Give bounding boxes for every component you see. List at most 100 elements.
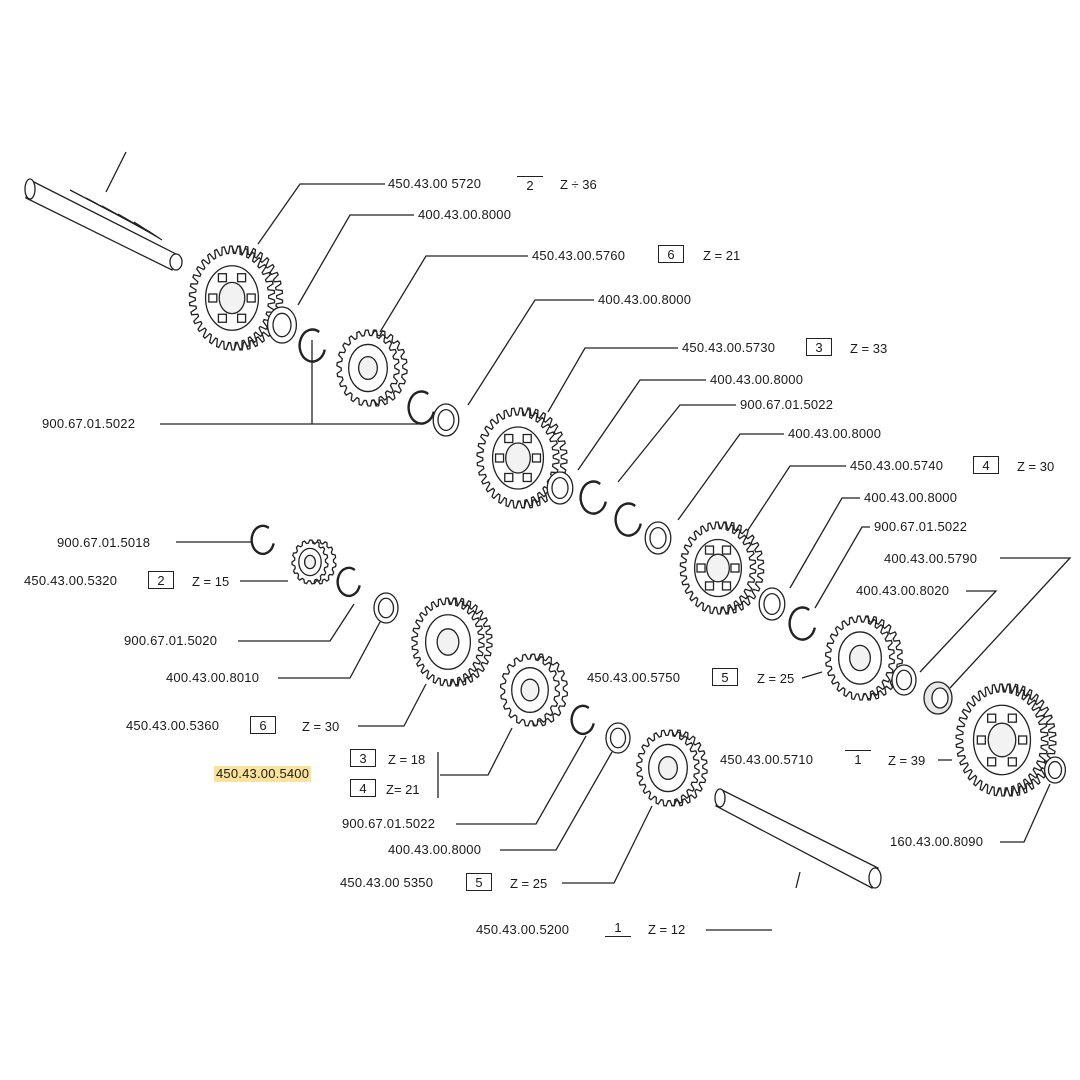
- part-number-c13[interactable]: 400.43.00.5790: [884, 551, 978, 566]
- gear-5360: [411, 597, 493, 687]
- circlip-4: [614, 502, 642, 537]
- leader-c20: [358, 683, 427, 727]
- tooth-count-c10: Z = 30: [1017, 459, 1055, 474]
- part-number-c16[interactable]: 450.43.00.5320: [24, 573, 118, 588]
- tooth-count-c27: Z = 12: [648, 922, 686, 937]
- gear-5750: [824, 615, 904, 701]
- tooth-count-c01: Z ÷ 36: [560, 177, 597, 192]
- parts-group: [24, 178, 1067, 889]
- gear-5730: [476, 407, 568, 509]
- part-number-c08[interactable]: 400.43.00.8000: [788, 426, 882, 441]
- thrust-washer-5: [758, 587, 786, 621]
- leader-c18: [278, 621, 381, 679]
- part-number-c17[interactable]: 900.67.01.5020: [124, 633, 218, 648]
- part-number-c27[interactable]: 450.43.00.5200: [476, 922, 570, 937]
- leader-c25: [500, 751, 613, 851]
- part-number-c10[interactable]: 450.43.00.5740: [850, 458, 944, 473]
- part-number-c23[interactable]: 900.67.01.5022: [342, 816, 436, 831]
- leader-c07: [617, 404, 736, 483]
- circlip-3: [579, 480, 607, 515]
- leader-c05: [547, 347, 678, 413]
- part-number-c14[interactable]: 400.43.00.8020: [856, 583, 950, 598]
- leader-c23: [456, 735, 587, 825]
- leader-c01: [257, 183, 385, 245]
- part-number-c11[interactable]: 400.43.00.8000: [864, 490, 958, 505]
- lower-shaft: [714, 788, 882, 889]
- part-number-c25[interactable]: 400.43.00.8000: [388, 842, 482, 857]
- gear-position-c16: 2: [148, 571, 174, 589]
- leader-lines: [105, 151, 1072, 931]
- tooth-count-c21: Z = 39: [888, 753, 926, 768]
- gear-position-c22a: 3: [350, 749, 376, 767]
- gear-position-c03: 6: [658, 245, 684, 263]
- circlip-5: [788, 606, 816, 641]
- gear-position-c05: 3: [806, 338, 832, 356]
- leader-c24: [1000, 783, 1051, 843]
- part-number-c12[interactable]: 900.67.01.5022: [874, 519, 968, 534]
- gear-5400: [499, 653, 569, 727]
- part-number-c01[interactable]: 450.43.00 5720: [388, 176, 482, 191]
- gear-position-c27: 1: [605, 920, 631, 937]
- tooth-count-c22b: Z= 21: [386, 782, 420, 797]
- thrust-washer-4: [644, 521, 672, 555]
- gear-5760: [336, 329, 408, 407]
- part-number-c26[interactable]: 450.43.00 5350: [340, 875, 434, 890]
- part-number-c05[interactable]: 450.43.00.5730: [682, 340, 776, 355]
- tooth-count-c16: Z = 15: [192, 574, 230, 589]
- tooth-count-c22a: Z = 18: [388, 752, 426, 767]
- part-number-c07[interactable]: 900.67.01.5022: [740, 397, 834, 412]
- thrust-washer-3: [546, 471, 574, 505]
- gear-5350: [636, 729, 708, 807]
- thrust-washer-1: [266, 306, 298, 344]
- thrust-washer-7: [605, 722, 631, 754]
- needle-bearing-5790: [923, 681, 953, 715]
- circlip-2: [407, 390, 435, 425]
- leader-c10: [747, 465, 846, 531]
- circlip-7: [336, 566, 361, 598]
- thrust-washer-6: [891, 664, 917, 696]
- gear-position-c20: 6: [250, 716, 276, 734]
- gear-position-c01: 2: [517, 176, 543, 194]
- part-number-c22-highlighted[interactable]: 450.43.00.5400: [214, 766, 312, 782]
- leader-c19: [801, 671, 823, 679]
- part-number-c15[interactable]: 900.67.01.5018: [57, 535, 151, 550]
- leader-c14: [919, 590, 998, 673]
- gear-position-c22b: 4: [350, 779, 376, 797]
- part-number-c18[interactable]: 400.43.00.8010: [166, 670, 260, 685]
- part-number-c20[interactable]: 450.43.00.5360: [126, 718, 220, 733]
- gear-5320: [291, 539, 337, 585]
- leader-c08: [677, 433, 784, 521]
- part-number-c04[interactable]: 400.43.00.8000: [598, 292, 692, 307]
- part-number-c06[interactable]: 400.43.00.8000: [710, 372, 804, 387]
- leader-c12: [814, 526, 870, 609]
- thrust-washer-9: [1043, 756, 1067, 784]
- leader-c04: [467, 299, 594, 406]
- leader-upper-shaft: [105, 151, 127, 193]
- gear-position-c21: 1: [845, 750, 871, 768]
- leader-c22: [440, 727, 513, 776]
- leader-c06: [577, 379, 706, 471]
- gear-position-c26: 5: [466, 873, 492, 891]
- gear-position-c19: 5: [712, 668, 738, 686]
- part-number-c03[interactable]: 450.43.00.5760: [532, 248, 626, 263]
- upper-shaft: [24, 178, 183, 271]
- leader-c02: [297, 214, 414, 306]
- part-number-c19[interactable]: 450.43.00.5750: [587, 670, 681, 685]
- leader-c26: [562, 805, 653, 884]
- tooth-count-c03: Z = 21: [703, 248, 741, 263]
- part-number-c21[interactable]: 450.43.00.5710: [720, 752, 814, 767]
- gear-5710: [955, 683, 1057, 797]
- gear-5740: [679, 521, 765, 615]
- thrust-washer-8: [373, 592, 399, 624]
- circlip-8: [570, 704, 595, 736]
- part-number-c09[interactable]: 900.67.01.5022: [42, 416, 136, 431]
- part-number-c02[interactable]: 400.43.00.8000: [418, 207, 512, 222]
- thrust-washer-2: [432, 403, 460, 437]
- leader-lower-shaft: [795, 871, 801, 889]
- tooth-count-c05: Z = 33: [850, 341, 888, 356]
- part-number-c24[interactable]: 160.43.00.8090: [890, 834, 984, 849]
- tooth-count-c19: Z = 25: [757, 671, 795, 686]
- tooth-count-c26: Z = 25: [510, 876, 548, 891]
